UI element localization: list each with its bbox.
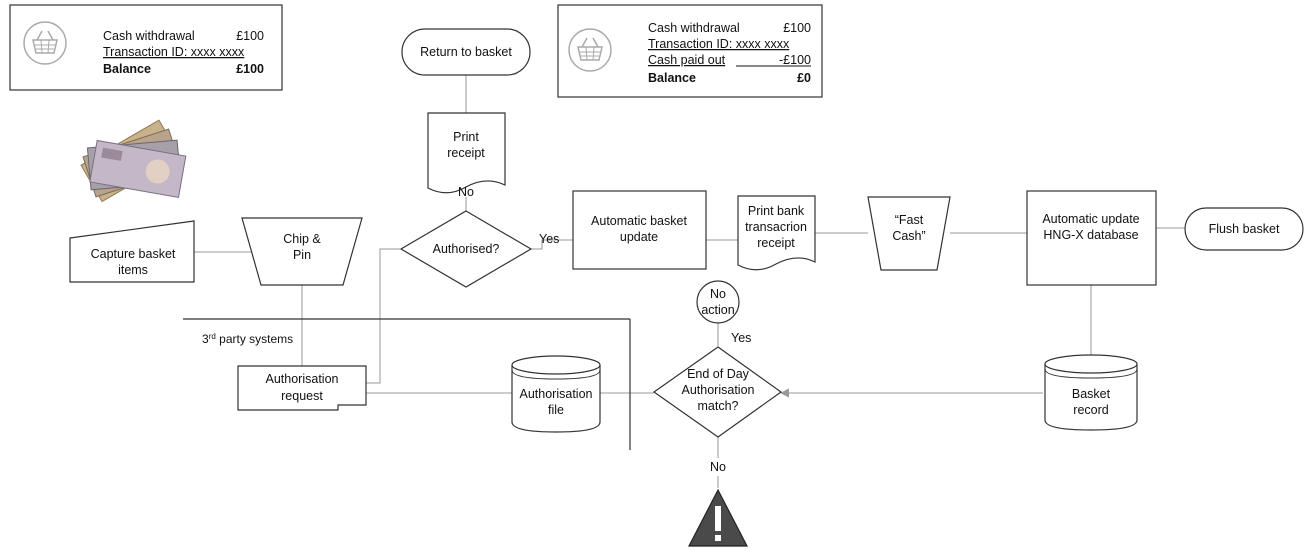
authorisation-request-node: Authorisation request [237, 365, 367, 411]
auth-request-line2: request [281, 389, 323, 403]
receipt2-line1-value: £100 [783, 21, 811, 35]
print-receipt-line1: Print [453, 130, 479, 144]
basket-record-line2: record [1073, 403, 1108, 417]
authorisation-file-node: Authorisation file [511, 355, 601, 433]
receipt2-paid-out-value: -£100 [779, 53, 811, 67]
receipt2-line1-label: Cash withdrawal [648, 21, 740, 35]
fast-cash-line1: “Fast [895, 213, 924, 227]
automatic-update-db-node: Automatic update HNG-X database [1026, 190, 1157, 286]
chip-and-pin-node: Chip & Pin [241, 217, 363, 286]
banknotes-icon [80, 119, 187, 203]
no-action-node: No action [696, 280, 740, 324]
capture-basket-line2: items [118, 263, 148, 277]
shopping-basket-icon [568, 28, 612, 72]
warning-icon [688, 488, 748, 547]
receipt1-line1-label: Cash withdrawal [103, 29, 195, 43]
third-party-systems-label: 3rd party systems [202, 332, 293, 347]
receipt2-balance-value: £0 [797, 71, 811, 85]
print-bank-line3: receipt [757, 236, 795, 250]
receipt2-balance-label: Balance [648, 71, 696, 85]
print-receipt-line2: receipt [447, 146, 485, 160]
auto-basket-line2: update [620, 230, 658, 244]
print-bank-line1: Print bank [748, 204, 805, 218]
receipt1-transaction-id: Transaction ID: xxxx xxxx [103, 45, 245, 59]
fast-cash-node: “Fast Cash” [867, 196, 951, 271]
receipt-box-final: Cash withdrawal £100 Transaction ID: xxx… [557, 4, 823, 98]
auto-update-db-line2: HNG-X database [1043, 228, 1138, 242]
authorised-decision-node: Authorised? [399, 210, 533, 288]
automatic-basket-update-node: Automatic basket update [572, 190, 707, 270]
authorised-label: Authorised? [433, 242, 500, 256]
basket-record-node: Basket record [1044, 354, 1138, 431]
chip-pin-line1: Chip & [283, 232, 321, 246]
basket-record-line1: Basket [1072, 387, 1111, 401]
fast-cash-line2: Cash” [892, 229, 925, 243]
edge-authorised-to-auto-update [530, 239, 573, 250]
return-to-basket-label: Return to basket [420, 45, 512, 59]
eod-line2: Authorisation [682, 383, 755, 397]
end-of-day-match-decision-node: End of Day Authorisation match? [652, 346, 783, 438]
capture-basket-line1: Capture basket [91, 247, 176, 261]
return-to-basket-node: Return to basket [401, 28, 531, 76]
auth-file-line2: file [548, 403, 564, 417]
print-bank-line2: transacrion [745, 220, 807, 234]
third-party-boundary [183, 318, 631, 450]
receipt2-paid-out-label: Cash paid out [648, 53, 726, 67]
eod-line1: End of Day [687, 367, 750, 381]
auto-basket-line1: Automatic basket [591, 214, 687, 228]
capture-basket-items-node: Capture basket items [69, 220, 195, 283]
edge-label-yes-right: Yes [539, 232, 559, 246]
receipt1-balance-value: £100 [236, 62, 264, 76]
print-receipt-node: Print receipt [427, 112, 506, 194]
auth-file-line1: Authorisation [520, 387, 593, 401]
auto-update-db-line1: Automatic update [1042, 212, 1139, 226]
edge-label-no-top: No [458, 185, 474, 199]
eod-line3: match? [698, 399, 739, 413]
auth-request-line1: Authorisation [266, 372, 339, 386]
edge-auth-request-to-authorised [366, 248, 400, 384]
shopping-basket-icon [23, 21, 67, 65]
receipt-box-initial: Cash withdrawal £100 Transaction ID: xxx… [9, 4, 283, 91]
connectors [194, 75, 1185, 488]
receipt2-transaction-id: Transaction ID: xxxx xxxx [648, 37, 790, 51]
flush-basket-label: Flush basket [1209, 222, 1280, 236]
edge-label-yes-eod: Yes [731, 331, 751, 345]
print-bank-receipt-node: Print bank transacrion receipt [737, 195, 816, 271]
edge-label-no-eod: No [710, 460, 726, 474]
flush-basket-node: Flush basket [1184, 207, 1304, 251]
chip-pin-line2: Pin [293, 248, 311, 262]
no-action-line2: action [701, 303, 734, 317]
receipt1-line1-value: £100 [236, 29, 264, 43]
receipt1-balance-label: Balance [103, 62, 151, 76]
no-action-line1: No [710, 287, 726, 301]
